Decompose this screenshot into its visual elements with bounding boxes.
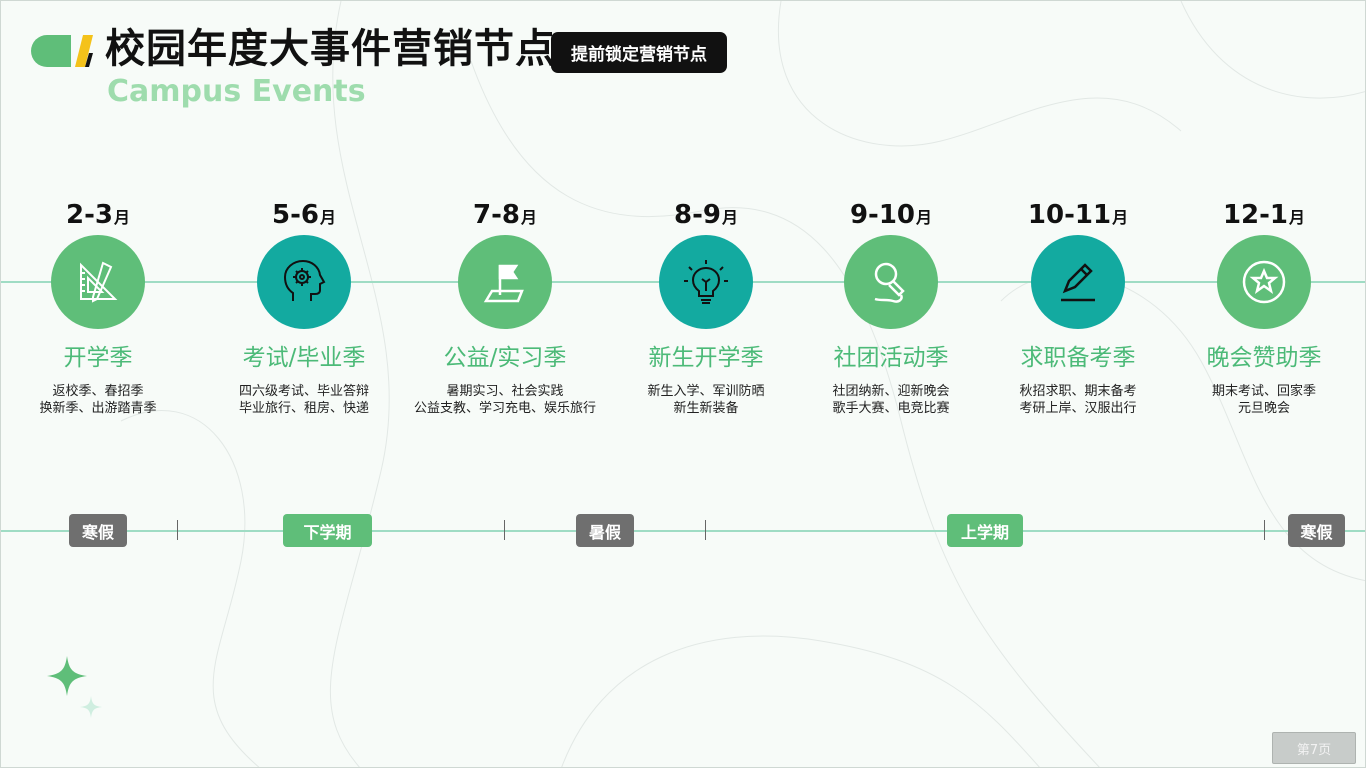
timeline-node: 12-1月 晚会赞助季 期末考试、回家季 元旦晚会	[1154, 197, 1365, 417]
sparkle-icon	[47, 656, 102, 718]
term-winter-break-2: 寒假	[1288, 514, 1345, 547]
node-circle	[1217, 235, 1311, 329]
microphone-icon	[874, 262, 905, 303]
node-period: 10-11月	[1027, 200, 1129, 230]
node-detail: 期末考试、回家季 元旦晚会	[1211, 384, 1316, 416]
term-tick	[705, 520, 706, 540]
node-period: 8-9月	[674, 200, 738, 230]
term-line	[1, 530, 1365, 532]
head-gear-icon	[283, 259, 326, 301]
node-period: 5-6月	[272, 200, 336, 230]
node-detail: 新生入学、军训防晒 新生新装备	[647, 384, 765, 416]
node-season: 求职备考季	[1020, 345, 1136, 371]
ruler-triangle-icon	[80, 261, 118, 303]
term-summer-break: 暑假	[576, 514, 634, 547]
page-number-button[interactable]: 第7页	[1272, 732, 1356, 764]
node-season: 考试/毕业季	[242, 345, 366, 371]
star-badge-icon	[1242, 260, 1286, 304]
node-circle	[844, 235, 938, 329]
node-season: 新生开学季	[648, 345, 764, 371]
logo-mark-icon	[31, 35, 93, 67]
lightbulb-icon	[684, 260, 728, 304]
timeline-node: 2-3月 开学季 返校季、春招季 换新季、出游踏青季	[1, 197, 208, 417]
header-tag: 提前锁定营销节点	[551, 32, 727, 73]
pen-icon	[1061, 263, 1095, 302]
term-tick	[177, 520, 178, 540]
page-subtitle: Campus Events	[107, 74, 366, 109]
term-tick	[1264, 520, 1265, 540]
timeline-node: 7-8月 公益/实习季 暑期实习、社会实践 公益支教、学习充电、娱乐旅行	[395, 197, 615, 417]
flag-icon	[483, 264, 524, 303]
node-period: 2-3月	[66, 200, 130, 230]
page-title: 校园年度大事件营销节点	[105, 26, 556, 72]
node-detail: 返校季、春招季 换新季、出游踏青季	[39, 384, 157, 416]
timeline-node: 9-10月 社团活动季 社团纳新、迎新晚会 歌手大赛、电竞比赛	[781, 197, 1001, 417]
node-detail: 秋招求职、期末备考 考研上岸、汉服出行	[1019, 384, 1137, 416]
timeline-node: 5-6月 考试/毕业季 四六级考试、毕业答辩 毕业旅行、租房、快递	[194, 197, 414, 417]
timeline-node: 8-9月 新生开学季 新生入学、军训防晒 新生新装备	[596, 197, 816, 417]
node-detail: 暑期实习、社会实践 公益支教、学习充电、娱乐旅行	[413, 384, 596, 416]
node-circle	[1031, 235, 1125, 329]
node-circle	[51, 235, 145, 329]
node-detail: 四六级考试、毕业答辩 毕业旅行、租房、快递	[238, 384, 369, 416]
term-tick	[504, 520, 505, 540]
node-period: 9-10月	[849, 200, 933, 230]
node-detail: 社团纳新、迎新晚会 歌手大赛、电竞比赛	[832, 384, 950, 416]
node-period: 12-1月	[1222, 200, 1306, 230]
node-circle	[659, 235, 753, 329]
timeline-node: 10-11月 求职备考季 秋招求职、期末备考 考研上岸、汉服出行	[968, 197, 1188, 417]
term-winter-break: 寒假	[69, 514, 127, 547]
node-circle	[458, 235, 552, 329]
node-season: 晚会赞助季	[1206, 345, 1322, 371]
node-season: 社团活动季	[833, 345, 949, 371]
term-spring-semester: 下学期	[283, 514, 372, 547]
node-circle	[257, 235, 351, 329]
node-season: 开学季	[63, 345, 133, 371]
term-fall-semester: 上学期	[947, 514, 1023, 547]
node-season: 公益/实习季	[443, 345, 567, 371]
node-period: 7-8月	[473, 200, 537, 230]
